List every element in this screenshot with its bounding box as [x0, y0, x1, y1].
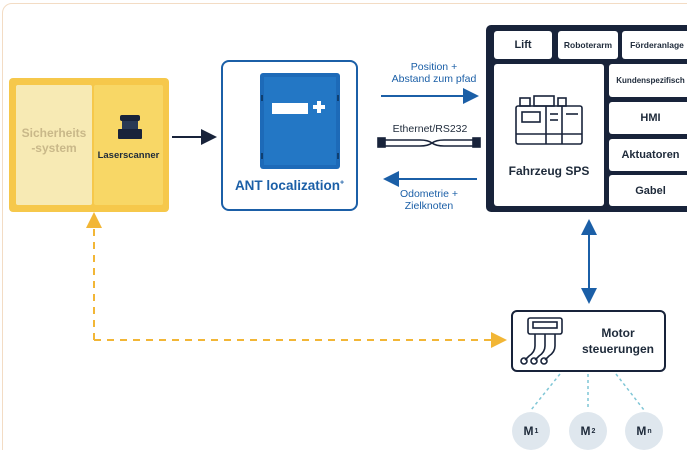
module-kundenspezifisch: Kundenspezifisch	[609, 64, 687, 97]
module-foerderanlage: Förderanlage	[622, 31, 687, 59]
odometry-label: Odometrie + Zielknoten	[399, 188, 459, 212]
motor-controller-icon	[520, 317, 563, 365]
position-label: Position + Abstand zum pfad	[391, 61, 477, 85]
ant-label: ANT localization+	[234, 178, 345, 193]
ant-device-icon	[260, 73, 340, 169]
plc-main-label: Fahrzeug SPS	[508, 164, 590, 178]
laserscanner-label: Laserscanner	[97, 150, 160, 161]
ethernet-cable	[377, 137, 481, 148]
plc-main-module	[494, 64, 604, 206]
module-gabel: Gabel	[609, 175, 687, 206]
diagram-frame	[2, 3, 687, 450]
laserscanner-panel	[94, 85, 163, 205]
motor-lines	[530, 373, 645, 411]
motor-label: Motor steuerungen	[581, 326, 654, 356]
laserscanner-icon	[118, 115, 142, 139]
module-aktuatoren: Aktuatoren	[609, 139, 687, 171]
module-lift: Lift	[494, 31, 552, 59]
ethernet-label: Ethernet/RS232	[392, 123, 468, 135]
module-hmi: HMI	[609, 102, 687, 134]
safety-system-label: Sicherheits -system	[21, 126, 87, 155]
plc-icon	[515, 95, 583, 145]
safety-system-panel	[16, 85, 92, 205]
module-roboterarm: Roboterarm	[558, 31, 618, 59]
